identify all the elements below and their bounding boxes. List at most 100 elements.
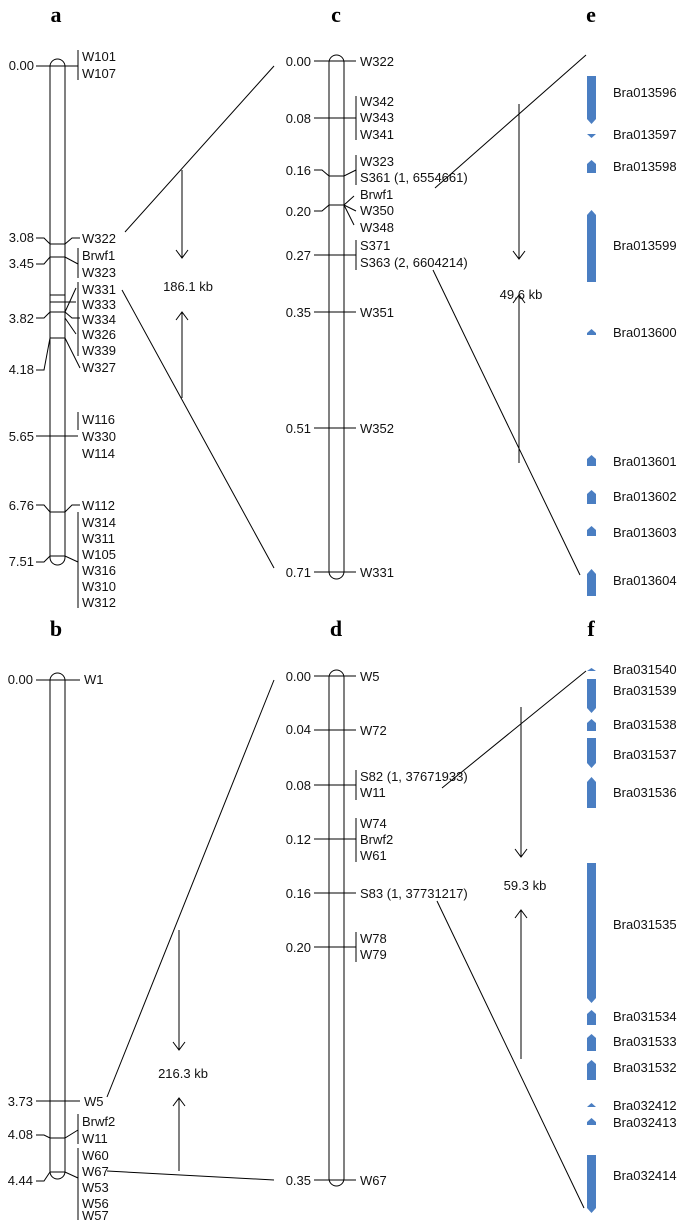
marker-label: W79	[360, 947, 387, 962]
marker-label: W56	[82, 1196, 109, 1211]
position-label: 0.08	[286, 778, 311, 793]
gene-arrow-up	[587, 1103, 596, 1107]
marker-label: W105	[82, 547, 116, 562]
gene-arrow-up	[587, 210, 596, 282]
position-label: 0.16	[286, 886, 311, 901]
gene-label: Bra031540	[613, 662, 677, 677]
marker-label: W339	[82, 343, 116, 358]
gene-arrow-up	[587, 777, 596, 808]
position-label: 3.82	[9, 311, 34, 326]
gene-label: Bra031534	[613, 1009, 677, 1024]
panel-label-f: f	[587, 616, 595, 641]
marker-leader	[36, 1171, 79, 1182]
marker-label: W334	[82, 312, 116, 327]
connector-line	[124, 65, 275, 233]
marker-label: W1	[84, 672, 104, 687]
marker-label: W331	[360, 565, 394, 580]
marker-label: W67	[82, 1164, 109, 1179]
position-label: 0.51	[286, 421, 311, 436]
gene-label: Bra013598	[613, 159, 677, 174]
gene-arrow-down	[587, 863, 596, 1003]
marker-label: Brwf1	[360, 187, 393, 202]
marker-leader	[314, 169, 357, 177]
gene-label: Bra031533	[613, 1034, 677, 1049]
position-label: 0.71	[286, 565, 311, 580]
gene-label: Bra013599	[613, 238, 677, 253]
linkage-group-b	[49, 672, 66, 1180]
marker-leader	[36, 311, 80, 319]
marker-label: W5	[360, 669, 380, 684]
gene-arrow-up	[587, 526, 596, 536]
position-label: 4.18	[9, 362, 34, 377]
marker-label: Brwf2	[82, 1114, 115, 1129]
arrow-head	[172, 1097, 186, 1107]
gene-label: Bra031532	[613, 1060, 677, 1075]
panel-e: Bra013596 Bra013597 Bra013598 Bra013599 …	[587, 76, 677, 596]
marker-label: W314	[82, 515, 116, 530]
marker-label: S363 (2, 6604214)	[360, 255, 468, 270]
gene-label: Bra031538	[613, 717, 677, 732]
gene-arrow-up	[587, 569, 596, 596]
position-label: 0.27	[286, 248, 311, 263]
position-label: 0.04	[286, 722, 311, 737]
panel-label-c: c	[331, 2, 341, 27]
gene-arrow-up	[587, 160, 596, 173]
marker-label: W11	[360, 785, 386, 800]
position-label: 4.44	[8, 1173, 33, 1188]
marker-label: W312	[82, 595, 116, 610]
marker-label: W5	[84, 1094, 104, 1109]
gene-label: Bra013600	[613, 325, 677, 340]
position-label: 0.00	[9, 58, 34, 73]
gene-label: Bra013596	[613, 85, 677, 100]
position-label: 0.16	[286, 163, 311, 178]
position-label: 0.12	[286, 832, 311, 847]
arrow-head	[514, 909, 528, 919]
marker-label: W323	[360, 154, 394, 169]
marker-leader	[36, 555, 79, 563]
gene-label: Bra013604	[613, 573, 677, 588]
position-label: 0.08	[286, 111, 311, 126]
panel-a: 0.00 3.08 3.45 3.82 4.18 5.65 6.76 7.51 …	[9, 49, 275, 610]
fine-map-c	[328, 54, 345, 580]
marker-label: W101	[82, 49, 116, 64]
panel-f: Bra031540 Bra031539 Bra031538 Bra031537 …	[587, 662, 677, 1213]
fine-map-d	[328, 669, 345, 1187]
marker-leader	[36, 1129, 79, 1139]
marker-label: W333	[82, 297, 116, 312]
marker-label: W323	[82, 265, 116, 280]
marker-leader	[36, 337, 81, 371]
connector-line	[441, 670, 587, 789]
marker-label: S361 (1, 6554661)	[360, 170, 468, 185]
gene-arrow-up	[587, 1118, 596, 1125]
gene-label: Bra032413	[613, 1115, 677, 1130]
arrow-head	[512, 294, 526, 304]
connector-line	[436, 900, 585, 1209]
interval-size-label: 49.6 kb	[500, 287, 543, 302]
panel-label-a: a	[51, 2, 62, 27]
connector-line	[106, 1170, 275, 1181]
gene-label: Bra013602	[613, 489, 677, 504]
gene-label: Bra031535	[613, 917, 677, 932]
gene-arrow-up	[587, 719, 596, 731]
position-label: 3.45	[9, 256, 34, 271]
marker-label: W61	[360, 848, 387, 863]
gene-label: Bra031537	[613, 747, 677, 762]
position-label: 0.00	[286, 54, 311, 69]
marker-label: Brwf2	[360, 832, 393, 847]
marker-label: W316	[82, 563, 116, 578]
position-label: 7.51	[9, 554, 34, 569]
gene-arrow-down	[587, 134, 596, 138]
arrow-head	[172, 1041, 186, 1051]
arrow-head	[175, 249, 189, 259]
position-label: 4.08	[8, 1127, 33, 1142]
gene-arrow-up	[587, 329, 596, 335]
marker-label: W114	[82, 446, 115, 461]
marker-label: W351	[360, 305, 394, 320]
connector-line	[106, 679, 275, 1098]
marker-leader	[314, 204, 357, 212]
interval-size-label: 186.1 kb	[163, 279, 213, 294]
marker-label: W107	[82, 66, 116, 81]
panel-label-d: d	[330, 616, 342, 641]
marker-label: W310	[82, 579, 116, 594]
marker-label: W342	[360, 94, 394, 109]
